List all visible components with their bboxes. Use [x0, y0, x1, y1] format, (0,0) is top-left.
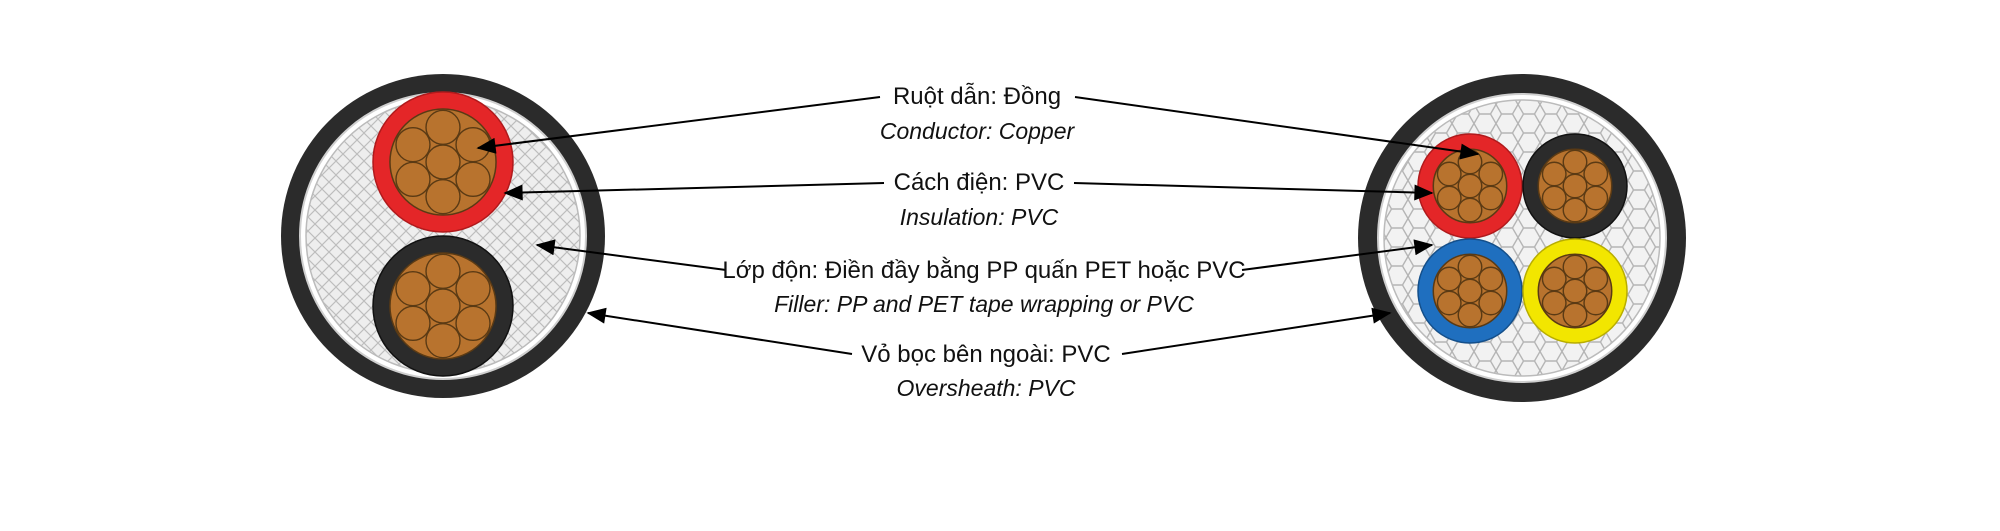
copper-strand: [1562, 173, 1588, 199]
copper-strand: [1436, 161, 1462, 187]
copper-strand: [425, 144, 461, 180]
copper-strand: [1562, 302, 1588, 328]
copper-strand: [395, 305, 431, 342]
copper-strand: [455, 161, 491, 198]
copper-strand: [1583, 290, 1609, 316]
copper-strand: [425, 253, 461, 290]
insulation-label-vi: Cách điện: PVC: [894, 169, 1065, 196]
copper-strand: [1562, 254, 1588, 280]
copper-strand: [1478, 161, 1504, 187]
right-copper-yellow-core: [1537, 253, 1613, 329]
copper-strand: [1457, 173, 1483, 199]
conductor-label-en: Conductor: Copper: [880, 118, 1076, 144]
copper-strand: [1457, 278, 1483, 304]
insulation-label-en: Insulation: PVC: [900, 204, 1059, 230]
copper-strand: [1541, 290, 1567, 316]
copper-strand: [425, 288, 461, 324]
copper-strand: [1541, 266, 1567, 292]
filler-label-en: Filler: PP and PET tape wrapping or PVC: [774, 291, 1194, 317]
leader-lines: [476, 96, 1480, 355]
copper-strand: [395, 126, 431, 163]
copper-strand: [1457, 197, 1483, 223]
filler-label-vi: Lớp độn: Điền đầy bằng PP quấn PET hoặc …: [722, 257, 1245, 284]
copper-strand: [1457, 254, 1483, 280]
copper-strand: [1541, 185, 1567, 211]
left-copper-black-core: [389, 252, 497, 360]
copper-strand: [1436, 185, 1462, 211]
filler-arrow-left: [535, 239, 727, 271]
copper-strand: [1562, 149, 1588, 175]
copper-strand: [1583, 161, 1609, 187]
filler-arrow-right: [1241, 239, 1434, 271]
labels: Ruột dẫn: Đồng Conductor: Copper Cách đi…: [722, 83, 1245, 401]
copper-strand: [455, 305, 491, 342]
insulation-arrow-right: [1073, 182, 1434, 201]
conductor-label-vi: Ruột dẫn: Đồng: [893, 83, 1061, 110]
copper-strand: [425, 322, 461, 359]
copper-strand: [1478, 290, 1504, 316]
conductor-arrow-right: [1074, 96, 1480, 160]
conductor-arrow-left: [476, 96, 881, 154]
left-copper-red-core: [389, 108, 497, 216]
right-copper-blue-core: [1432, 253, 1508, 329]
copper-strand: [1436, 266, 1462, 292]
copper-strand: [1478, 266, 1504, 292]
copper-strand: [1562, 278, 1588, 304]
right-copper-black-core: [1537, 148, 1613, 224]
four-core-cable: [1358, 74, 1686, 402]
copper-strand: [1583, 185, 1609, 211]
oversheath-label-vi: Vỏ bọc bên ngoài: PVC: [861, 341, 1111, 368]
insulation-arrow-left: [503, 182, 885, 201]
copper-strand: [395, 270, 431, 307]
copper-strand: [455, 270, 491, 307]
copper-strand: [1541, 161, 1567, 187]
oversheath-label-en: Oversheath: PVC: [897, 375, 1076, 401]
copper-strand: [1436, 290, 1462, 316]
oversheath-arrow-left: [586, 307, 853, 355]
copper-strand: [1478, 185, 1504, 211]
copper-strand: [1583, 266, 1609, 292]
right-copper-red-core: [1432, 148, 1508, 224]
two-core-cable: [281, 74, 605, 398]
right-filler: [1383, 99, 1661, 377]
copper-strand: [1457, 302, 1483, 328]
copper-strand: [425, 109, 461, 146]
oversheath-arrow-right: [1121, 307, 1392, 355]
copper-strand: [395, 161, 431, 198]
copper-strand: [455, 126, 491, 163]
copper-strand: [425, 178, 461, 215]
copper-strand: [1562, 197, 1588, 223]
